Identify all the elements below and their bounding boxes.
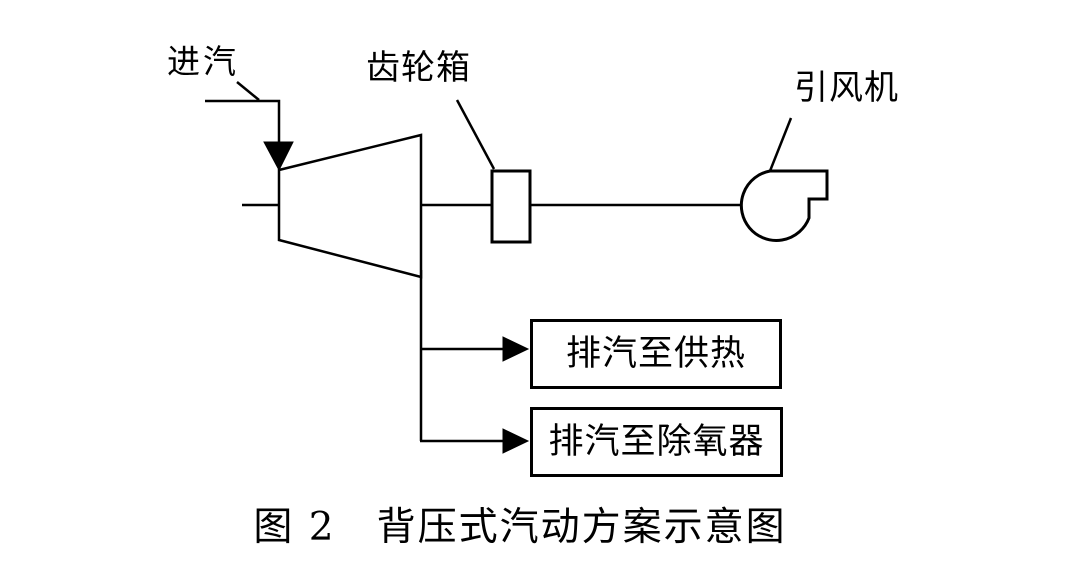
- fan-leader-line: [768, 117, 793, 172]
- steam-inlet-label: 进汽: [167, 42, 239, 81]
- gearbox-label: 齿轮箱: [366, 48, 471, 88]
- exhaust-to-heating-box: 排汽至供热: [530, 319, 782, 389]
- figure-caption: 图 2 背压式汽动方案示意图: [253, 505, 787, 550]
- steam-inlet-leader-line: [236, 81, 260, 101]
- exhaust-to-deaerator-label: 排汽至除氧器: [548, 421, 765, 462]
- steam-turbine-symbol: [277, 133, 423, 279]
- steam-inlet-arrow-icon: [263, 141, 294, 172]
- exhaust-to-heating-label: 排汽至供热: [565, 333, 746, 374]
- induced-draft-fan-label: 引风机: [794, 68, 899, 108]
- arrow-to-heating-icon: [502, 336, 530, 362]
- gearbox-leader-line: [455, 99, 496, 170]
- induced-draft-fan-symbol: [739, 169, 829, 242]
- arrow-to-deaerator-icon: [502, 428, 530, 454]
- exhaust-to-deaerator-box: 排汽至除氧器: [530, 407, 783, 477]
- gearbox-symbol: [490, 169, 532, 244]
- steam-inlet-pipe: [205, 99, 281, 146]
